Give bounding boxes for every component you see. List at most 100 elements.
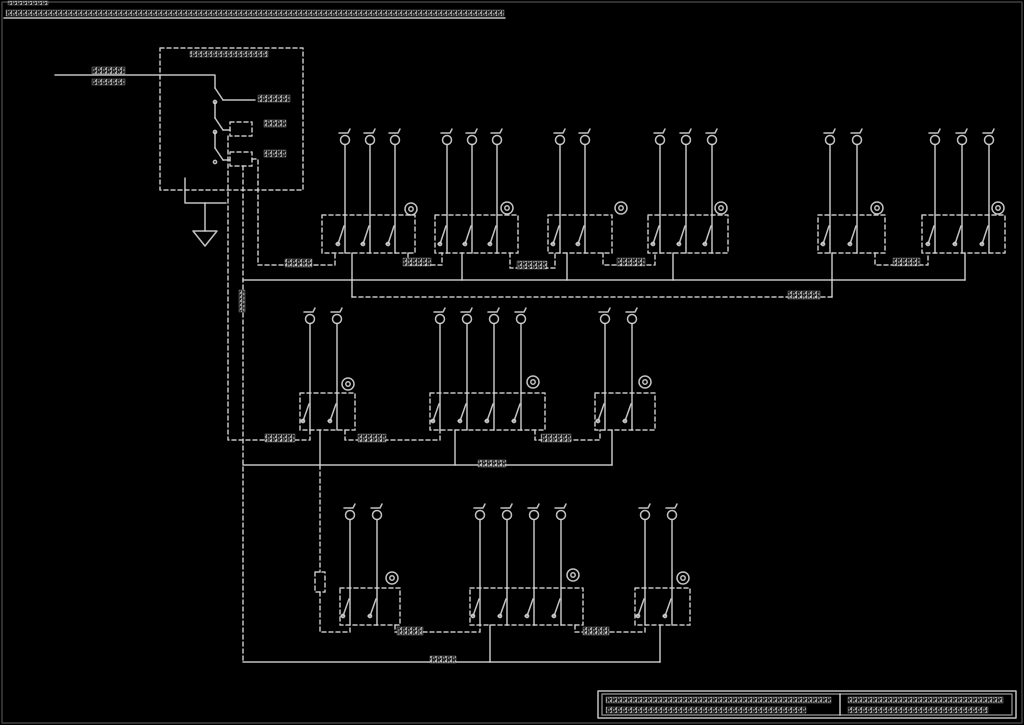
circuit-label: [892, 257, 921, 267]
breaker-blade: [214, 117, 224, 131]
title-block-border: [597, 690, 1017, 719]
switch-enclosure: [299, 392, 356, 431]
lamp-icon: [474, 509, 486, 521]
switch-enclosure: [594, 392, 656, 431]
lamp-icon: [501, 509, 513, 521]
lamp-cap: [465, 128, 478, 134]
title-block-text: [847, 696, 1004, 704]
sensor-icon-core: [874, 205, 880, 211]
lamp-group: [547, 128, 628, 254]
circuit-label: [540, 433, 572, 443]
lamp-icon: [371, 509, 383, 521]
sensor-icon-core: [718, 205, 724, 211]
switch-blade: [432, 403, 440, 422]
feeder-wiring: [227, 135, 966, 664]
switch-blade: [849, 225, 857, 245]
incoming-supply-label: [91, 66, 126, 75]
lamp-group: [434, 128, 519, 254]
lamp-icon: [331, 313, 343, 325]
lamp-icon: [626, 313, 638, 325]
switch-blade: [678, 225, 686, 245]
sensor-icon-core: [504, 205, 510, 211]
switch-blade: [369, 598, 377, 617]
switch-blade: [637, 598, 645, 617]
sensor-icon: [404, 202, 418, 216]
ground-connection: [184, 177, 227, 247]
switch-enclosure: [817, 214, 886, 254]
lamp-icon: [983, 134, 995, 146]
circuit-label: [357, 433, 387, 443]
lamp-cap: [955, 128, 968, 134]
lamp-icon: [304, 313, 316, 325]
group-link: [574, 624, 646, 633]
lamp-icon: [654, 134, 666, 146]
lamp-cap: [473, 503, 486, 509]
lamp-icon: [824, 134, 836, 146]
switch-blade: [954, 225, 962, 245]
switch-blade: [704, 225, 712, 245]
circuit-label: [402, 257, 432, 267]
switch-blade: [652, 225, 660, 245]
switch-blade: [513, 403, 521, 422]
lamp-cap: [343, 503, 356, 509]
lamp-icon: [554, 134, 566, 146]
switch-blade: [362, 225, 370, 245]
panel-title-label: [189, 50, 269, 58]
lamp-icon: [579, 134, 591, 146]
lamp-cap: [500, 503, 513, 509]
lamp-cap: [433, 307, 446, 313]
title-block: [597, 690, 1017, 719]
fuse-symbol: [314, 571, 326, 593]
contactor-box: [229, 151, 253, 167]
feeder-row-2: [227, 135, 311, 441]
bus-label: [477, 459, 507, 468]
lamp-icon: [389, 134, 401, 146]
lamp-group: [299, 307, 356, 431]
switch-enclosure: [434, 214, 519, 254]
circuit-label: [616, 257, 646, 267]
title-block-text: [847, 706, 989, 714]
title-block-text: [605, 706, 807, 714]
switch-blade: [624, 403, 632, 422]
switch-blade: [981, 225, 989, 245]
lamp-cap: [490, 128, 503, 134]
lamp-cap: [554, 503, 567, 509]
sheet-header-text: [5, 9, 505, 17]
switch-blade: [387, 225, 395, 245]
ground-icon: [192, 230, 218, 247]
lamp-icon: [851, 134, 863, 146]
panel-enclosure: [159, 47, 304, 191]
lamp-group: [634, 503, 691, 626]
lamp-cap: [338, 128, 351, 134]
switch-blade: [553, 598, 561, 617]
sensor-icon-core: [570, 572, 576, 578]
circuit-label: [582, 626, 610, 636]
lamp-cap: [823, 128, 836, 134]
contactor-box: [229, 121, 253, 137]
switch-enclosure: [469, 587, 584, 626]
lamp-group: [817, 128, 886, 254]
lamp-group: [429, 307, 546, 431]
contactor-label: [263, 149, 287, 158]
switch-enclosure: [921, 214, 1006, 254]
switch-blade: [459, 403, 467, 422]
lamp-cap: [850, 128, 863, 134]
sensor-icon: [676, 571, 690, 585]
lamp-cap: [665, 503, 678, 509]
switch-blade: [664, 598, 672, 617]
lamp-icon: [599, 313, 611, 325]
lamp-icon: [666, 509, 678, 521]
lamp-cap: [982, 128, 995, 134]
lamp-icon: [639, 509, 651, 521]
lamp-cap: [653, 128, 666, 134]
lamp-cap: [705, 128, 718, 134]
lamp-cap: [598, 307, 611, 313]
lamp-icon: [434, 313, 446, 325]
switch-blade: [577, 225, 585, 245]
switch-blade: [927, 225, 935, 245]
lamp-icon: [706, 134, 718, 146]
lamp-icon: [491, 134, 503, 146]
circuit-label: [396, 626, 424, 636]
contactor-label: [263, 119, 287, 128]
